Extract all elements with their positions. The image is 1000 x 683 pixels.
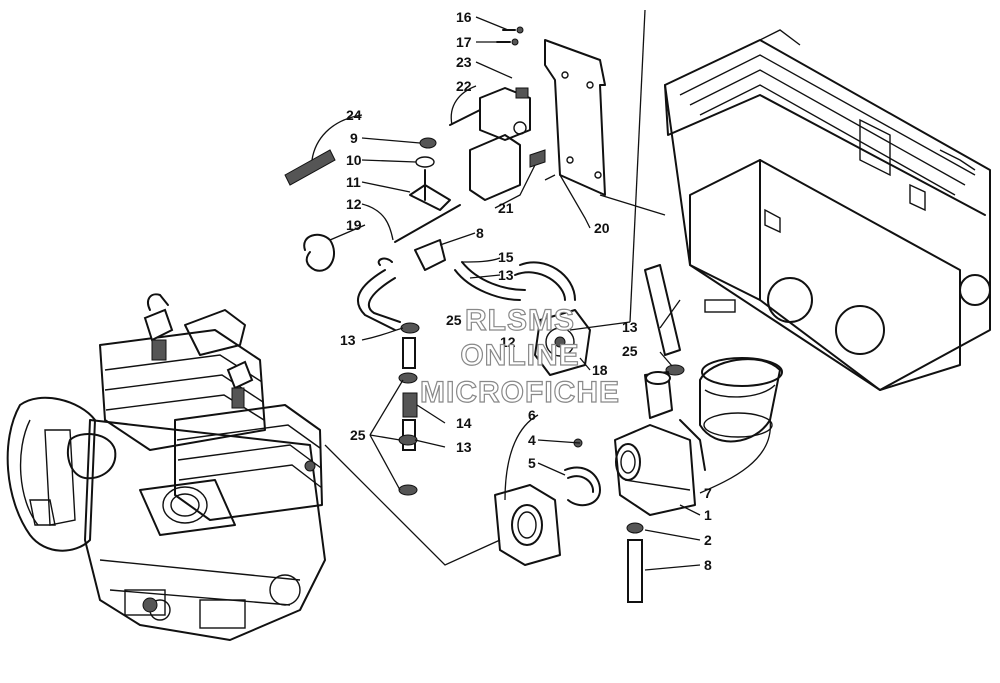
callout-4: 4 <box>528 432 536 448</box>
callout-labels: 16 17 23 22 24 9 10 11 12 19 21 20 8 15 … <box>340 9 712 573</box>
airbox-assembly <box>664 29 991 391</box>
callout-6: 6 <box>528 407 536 423</box>
callout-17: 17 <box>456 34 472 50</box>
callout-12-upper: 12 <box>346 196 362 212</box>
callout-23: 23 <box>456 54 472 70</box>
callout-19: 19 <box>346 217 362 233</box>
callout-5: 5 <box>528 455 536 471</box>
intake-flange <box>494 438 601 566</box>
watermark-line-3: MICROFICHE <box>420 376 620 409</box>
callout-15: 15 <box>498 249 514 265</box>
callout-25-left: 25 <box>350 427 366 443</box>
callout-8: 8 <box>476 225 484 241</box>
callout-11: 11 <box>346 174 361 190</box>
carburetor <box>614 371 706 534</box>
solenoid-valve <box>469 87 546 201</box>
air-intake-boot <box>699 357 783 443</box>
callout-13-right: 13 <box>622 319 638 335</box>
callout-24: 24 <box>346 107 362 123</box>
watermark-line-2: ONLINE <box>460 339 579 372</box>
callout-18: 18 <box>592 362 608 378</box>
fuel-hoses <box>356 261 685 603</box>
fuel-hardware <box>284 26 524 272</box>
callout-21: 21 <box>498 200 514 216</box>
callout-10: 10 <box>346 152 362 168</box>
callout-13-left: 13 <box>340 332 356 348</box>
callout-1: 1 <box>704 507 712 523</box>
callout-13-lower: 13 <box>456 439 472 455</box>
callout-12-lower: 12 <box>500 334 516 350</box>
callout-22: 22 <box>456 78 472 94</box>
callout-7: 7 <box>704 485 712 501</box>
callout-25-right: 25 <box>622 343 638 359</box>
callout-14: 14 <box>456 415 472 431</box>
callout-20: 20 <box>594 220 610 236</box>
callout-8-lower: 8 <box>704 557 712 573</box>
callout-2: 2 <box>704 532 712 548</box>
callout-25-upper: 25 <box>446 312 462 328</box>
callout-9: 9 <box>350 130 358 146</box>
watermark-line-1: RLSMS <box>465 304 575 337</box>
callout-13-pump: 13 <box>498 267 514 283</box>
leader-lines <box>311 9 771 571</box>
callout-16: 16 <box>456 9 472 25</box>
watermark: RLSMS ONLINE MICROFICHE <box>419 303 620 409</box>
engine-assembly <box>6 293 326 641</box>
mounting-bracket <box>544 39 606 196</box>
